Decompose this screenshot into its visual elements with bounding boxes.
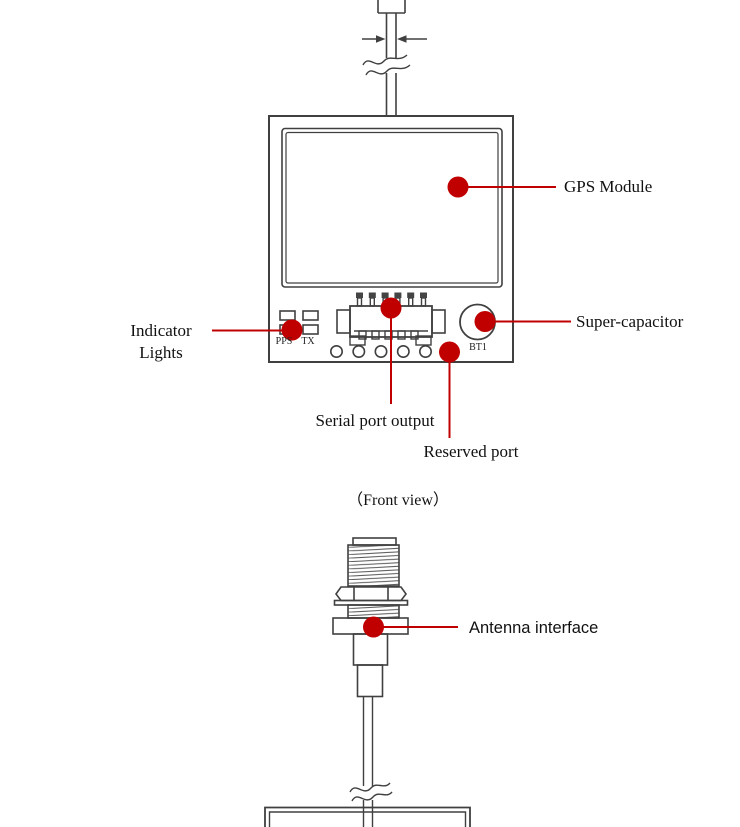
- tx-silkscreen-label: TX: [301, 336, 315, 347]
- super-capacitor-label: Super-capacitor: [576, 312, 684, 331]
- bt1-silkscreen-label: BT1: [469, 342, 487, 353]
- callout-dot-indicator-lights: [281, 319, 303, 341]
- callout-dot-super-capacitor: [474, 311, 496, 332]
- front-view-caption: （Front view）: [347, 492, 449, 509]
- indicator-lights-label-line1: Indicator: [130, 321, 192, 340]
- reserved-port-holes: [329, 344, 455, 358]
- dimension-arrows-icon: [362, 35, 427, 43]
- callout-dot-reserved-port: [439, 341, 460, 363]
- callout-dot-serial-port: [380, 297, 402, 319]
- bottom-board-edge: [264, 806, 471, 827]
- gps-shield: [281, 127, 503, 288]
- pps-silkscreen-label: PPS: [275, 336, 293, 347]
- cable-break-icon-bottom: [349, 782, 393, 802]
- serial-port-label: Serial port output: [315, 411, 435, 430]
- reserved-port-label: Reserved port: [423, 442, 519, 461]
- antenna-interface-label: Antenna interface: [469, 619, 599, 637]
- antenna-cable: [362, 696, 374, 827]
- cable-break-icon-top: [362, 54, 411, 76]
- hex-nut: [335, 586, 407, 602]
- callout-leader-lines: [212, 176, 571, 638]
- gps-module-label: GPS Module: [564, 177, 653, 196]
- indicator-lights-label-line2: Lights: [139, 343, 183, 362]
- callout-dot-gps-module: [447, 176, 469, 198]
- top-antenna-stub: [377, 0, 406, 116]
- callout-dot-antenna-interface: [363, 616, 384, 638]
- indicator-lights-label: Indicator Lights: [108, 320, 214, 364]
